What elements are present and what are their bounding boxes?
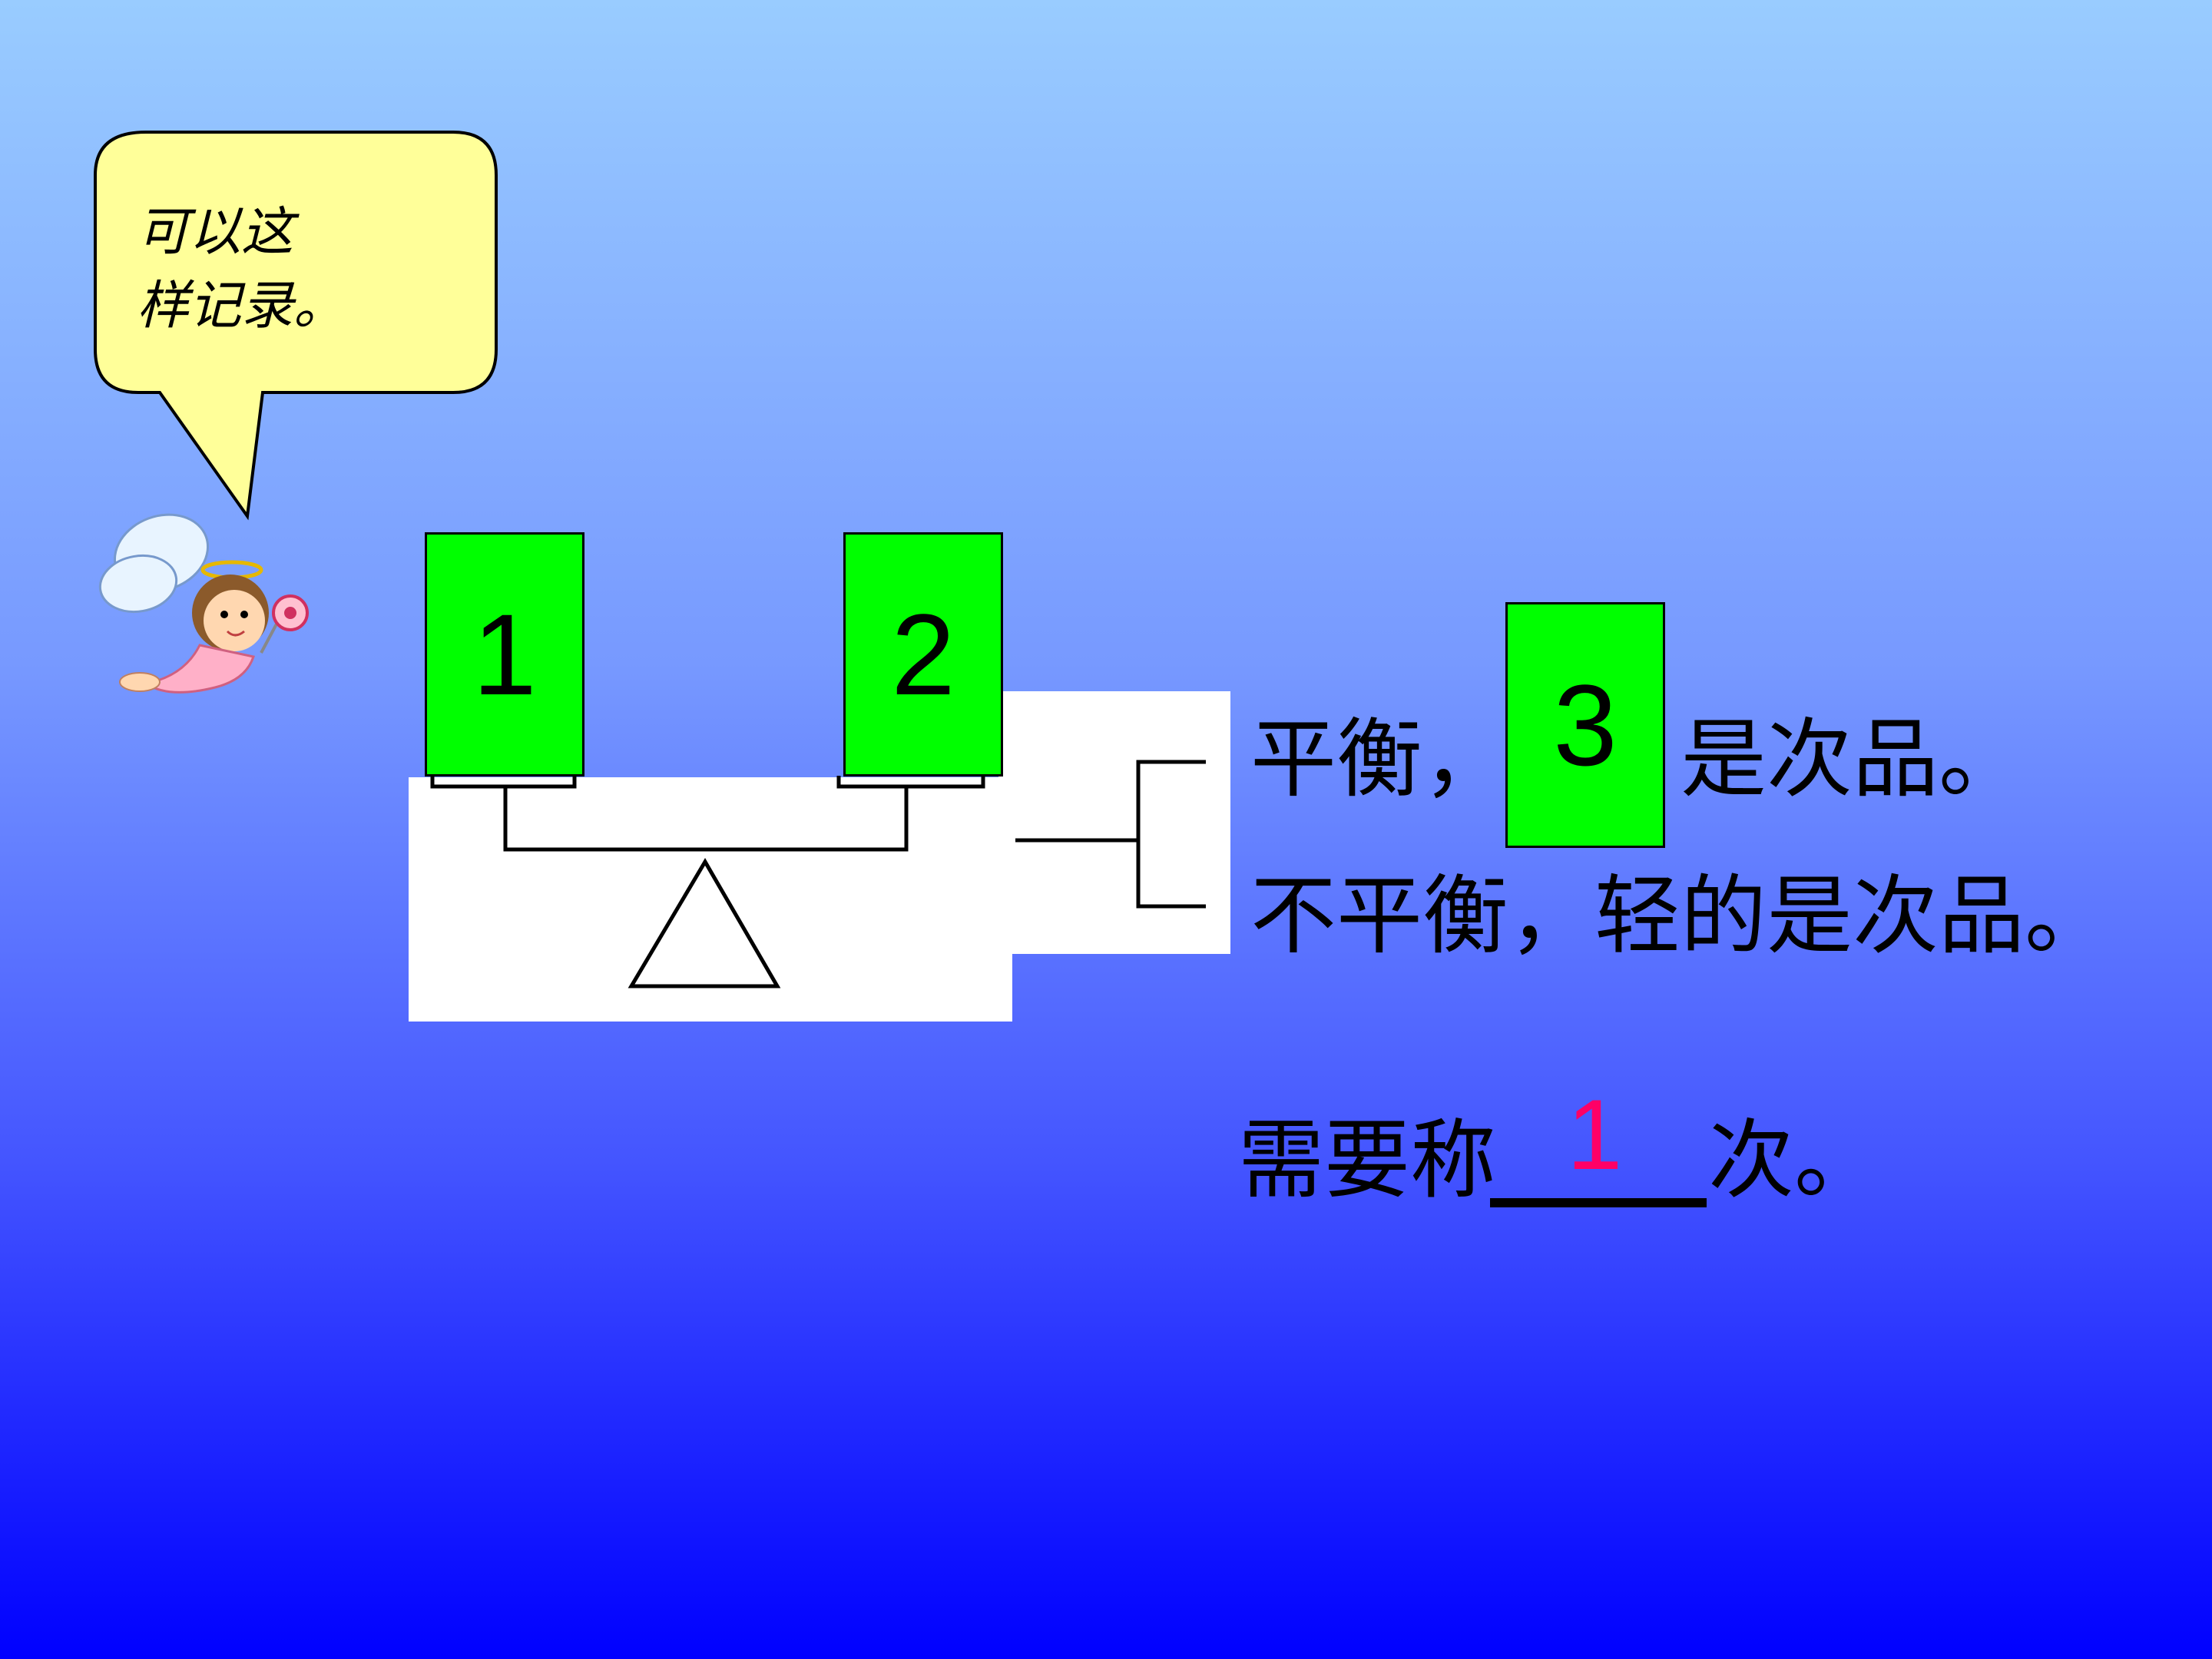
speech-bubble [94, 131, 498, 521]
speech-bubble-line-2: 样记录。 [137, 276, 346, 336]
defective-ball-card: 3 [1505, 602, 1665, 848]
weighing-count-blank [1490, 1198, 1707, 1207]
right-pan-ball-card: 2 [843, 532, 1003, 777]
angel-icon [98, 513, 309, 694]
left-pan-ball-card: 1 [425, 532, 584, 777]
unbalanced-statement: 不平衡，轻的是次品。 [1250, 866, 2111, 966]
balanced-statement-suffix: 是次品。 [1681, 710, 2025, 810]
balanced-statement-prefix: 平衡， [1250, 710, 1508, 810]
diagram-panel-left [409, 777, 1012, 1022]
weighing-count-prefix: 需要称 [1238, 1111, 1496, 1210]
weighing-count-answer: 1 [1567, 1078, 1623, 1190]
speech-bubble-line-1: 可以这 [137, 202, 294, 263]
speech-bubble-text: 可以这 样记录。 [137, 196, 367, 343]
weighing-count-suffix: 次。 [1708, 1111, 1880, 1210]
diagram-panel-right [998, 691, 1230, 954]
